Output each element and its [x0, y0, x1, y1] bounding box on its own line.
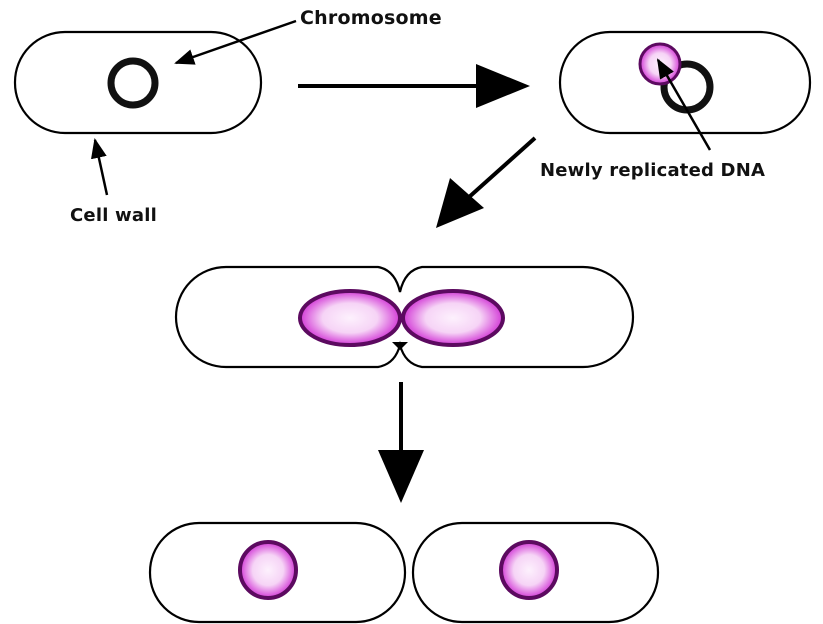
dna-daughter-right: [501, 542, 557, 598]
dna-dividing-left: [300, 291, 400, 345]
chromosome-label: Chromosome: [300, 7, 442, 29]
dna-daughter-left: [240, 542, 296, 598]
cell-wall-pointer-arrow: [95, 140, 107, 195]
cell-wall-replicating: [560, 32, 810, 133]
replicating-cell: [560, 32, 810, 133]
cell-wall-label: Cell wall: [70, 205, 157, 226]
arrow-diagonal: [436, 138, 535, 228]
dna-dividing-right: [403, 291, 503, 345]
daughter-cells: [150, 523, 658, 622]
newly-replicated-dna-label: Newly replicated DNA: [540, 160, 765, 181]
arrow-right: [298, 64, 530, 108]
dividing-cell: [176, 267, 633, 367]
arrow-down: [378, 382, 424, 503]
